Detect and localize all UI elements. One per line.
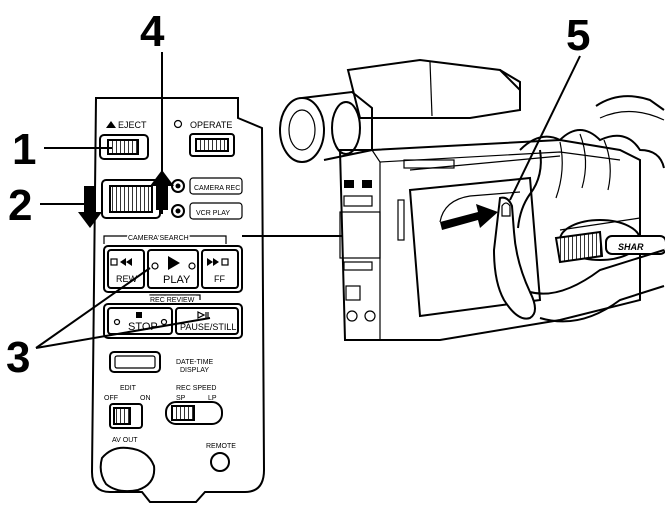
edit-switch-grip bbox=[113, 407, 131, 425]
av-out-label: AV OUT bbox=[112, 437, 138, 444]
operate-led bbox=[173, 119, 183, 129]
play-icon bbox=[168, 256, 180, 270]
brand-label: SHAR bbox=[618, 242, 644, 252]
remote-label: REMOTE bbox=[206, 443, 236, 450]
door-push-arrow-icon bbox=[440, 204, 498, 230]
rec-review-label: REC REVIEW bbox=[150, 297, 195, 304]
callout-3-leader-a bbox=[35, 267, 151, 349]
rew-label: REW bbox=[116, 274, 138, 284]
eject-label: EJECT bbox=[118, 120, 147, 130]
transport-group-top bbox=[103, 245, 243, 293]
hands-illustration bbox=[492, 95, 665, 323]
camcorder-illustration: SHAR bbox=[242, 58, 665, 341]
date-time-label-2: DISPLAY bbox=[180, 367, 209, 374]
edit-off-label: OFF bbox=[104, 395, 118, 402]
side-panel-reference bbox=[339, 211, 381, 259]
sp-label: SP bbox=[176, 395, 186, 402]
date-time-label-1: DATE-TIME bbox=[176, 359, 214, 366]
callout-1: 1 bbox=[12, 125, 36, 174]
eject-button-grip bbox=[107, 139, 139, 155]
callout-2: 2 bbox=[8, 181, 32, 230]
callout-5-leader bbox=[509, 55, 581, 201]
mode-selector-grip bbox=[109, 185, 153, 213]
av-out-jack bbox=[99, 446, 156, 493]
eyecup bbox=[279, 97, 325, 163]
rec-review-bracket bbox=[149, 294, 201, 300]
control-panel-outline bbox=[90, 97, 266, 503]
ff-label: FF bbox=[214, 274, 225, 284]
camera-search-bracket bbox=[103, 235, 227, 244]
rew-icon bbox=[120, 258, 132, 266]
camera-search-label: CAMERA SEARCH bbox=[128, 235, 189, 242]
operate-switch-grip bbox=[195, 138, 229, 152]
lp-label: LP bbox=[208, 395, 217, 402]
edit-label: EDIT bbox=[120, 385, 137, 392]
camera-rec-label: CAMERA REC bbox=[194, 185, 240, 192]
pause-still-button[interactable] bbox=[175, 307, 239, 335]
ff-button[interactable] bbox=[201, 249, 239, 289]
callout-3-leader-b bbox=[35, 317, 211, 349]
callout-4-arrow-icon bbox=[150, 170, 174, 210]
play-label: PLAY bbox=[163, 274, 191, 286]
date-time-display-button[interactable] bbox=[109, 351, 161, 373]
remote-sensor bbox=[210, 452, 230, 472]
pause-still-label: PAUSE/STILL bbox=[180, 322, 236, 332]
operate-label: OPERATE bbox=[190, 120, 232, 130]
vcr-play-label: VCR PLAY bbox=[196, 210, 230, 217]
transport-group-bottom bbox=[103, 303, 243, 339]
callout-2-arrow-icon bbox=[78, 186, 102, 228]
stop-icon bbox=[136, 312, 142, 318]
edit-on-label: ON bbox=[140, 395, 151, 402]
pause-still-icon bbox=[197, 311, 209, 319]
ff-icon bbox=[207, 258, 219, 266]
rec-speed-switch-grip bbox=[171, 405, 195, 421]
callout-5: 5 bbox=[566, 11, 590, 60]
callout-3: 3 bbox=[6, 333, 30, 382]
rec-speed-label: REC SPEED bbox=[176, 385, 216, 392]
eject-icon bbox=[106, 121, 116, 128]
callout-4: 4 bbox=[140, 7, 165, 56]
